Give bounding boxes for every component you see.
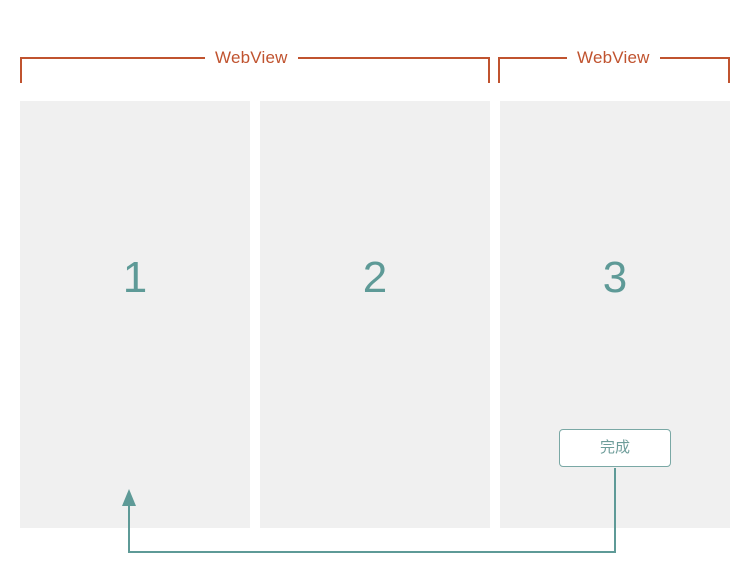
screen-panel-1[interactable]: 1 <box>20 101 250 528</box>
panel-number-label: 2 <box>362 253 388 302</box>
done-button[interactable]: 完成 <box>559 429 671 467</box>
group-label-webview-2: WebView <box>567 48 660 68</box>
group-label-webview-1: WebView <box>205 48 298 68</box>
panel-number-label: 3 <box>602 253 628 302</box>
panel-number-label: 1 <box>122 253 148 302</box>
screen-panel-2[interactable]: 2 <box>260 101 490 528</box>
